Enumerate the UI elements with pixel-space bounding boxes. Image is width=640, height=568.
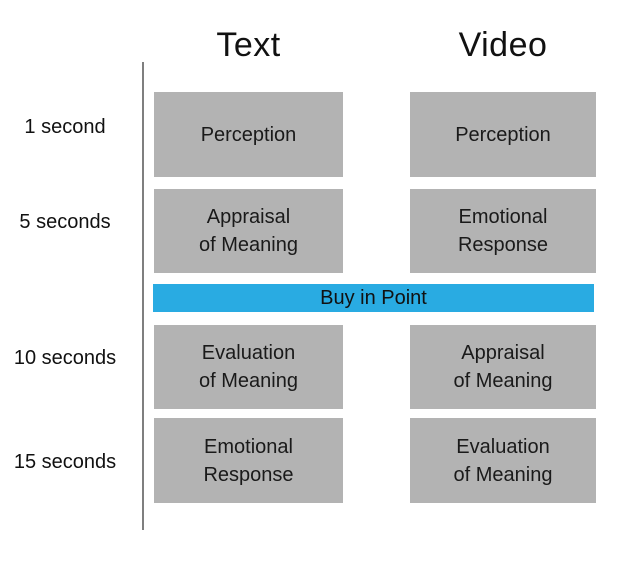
stage-box-line: Evaluation <box>201 342 296 364</box>
buy-in-point-label: Buy in Point <box>320 286 427 309</box>
timeline-axis-line <box>142 62 144 530</box>
stage-box-line: Emotional <box>204 435 293 458</box>
stage-box-line: of Meaning <box>199 234 298 256</box>
stage-box-line: Emotional <box>458 206 548 228</box>
stage-box-text-appraisal: Appraisal of Meaning <box>154 189 343 273</box>
stage-box-line: of Meaning <box>453 463 553 486</box>
stage-box-line: Perception <box>200 123 297 146</box>
stage-box-line: Evaluation <box>456 435 550 458</box>
stage-box-text-emotional: Emotional Response <box>154 418 343 503</box>
time-label-10-seconds: 10 seconds <box>13 347 117 369</box>
stage-box-line: Perception <box>455 123 551 146</box>
time-label-15-seconds: 15 seconds <box>13 451 117 473</box>
stage-box-video-appraisal: Appraisal of Meaning <box>410 325 596 409</box>
time-label-5-seconds: 5 seconds <box>19 211 111 233</box>
column-header-text: Text <box>216 26 281 64</box>
buy-in-point-bar: Buy in Point <box>153 284 594 312</box>
time-label-1-second: 1 second <box>24 116 106 138</box>
stage-box-line: Appraisal <box>206 206 291 228</box>
stage-box-line: of Meaning <box>199 370 298 392</box>
stage-box-video-perception: Perception <box>410 92 596 177</box>
stage-box-line: Appraisal <box>461 342 545 364</box>
stage-box-video-evaluation: Evaluation of Meaning <box>410 418 596 503</box>
stage-box-text-evaluation: Evaluation of Meaning <box>154 325 343 409</box>
column-header-video: Video <box>458 26 548 64</box>
stage-box-text-perception: Perception <box>154 92 343 177</box>
stage-box-line: Response <box>203 463 294 486</box>
stage-box-line: Response <box>457 234 549 256</box>
stage-box-video-emotional: Emotional Response <box>410 189 596 273</box>
stage-box-line: of Meaning <box>453 370 553 392</box>
